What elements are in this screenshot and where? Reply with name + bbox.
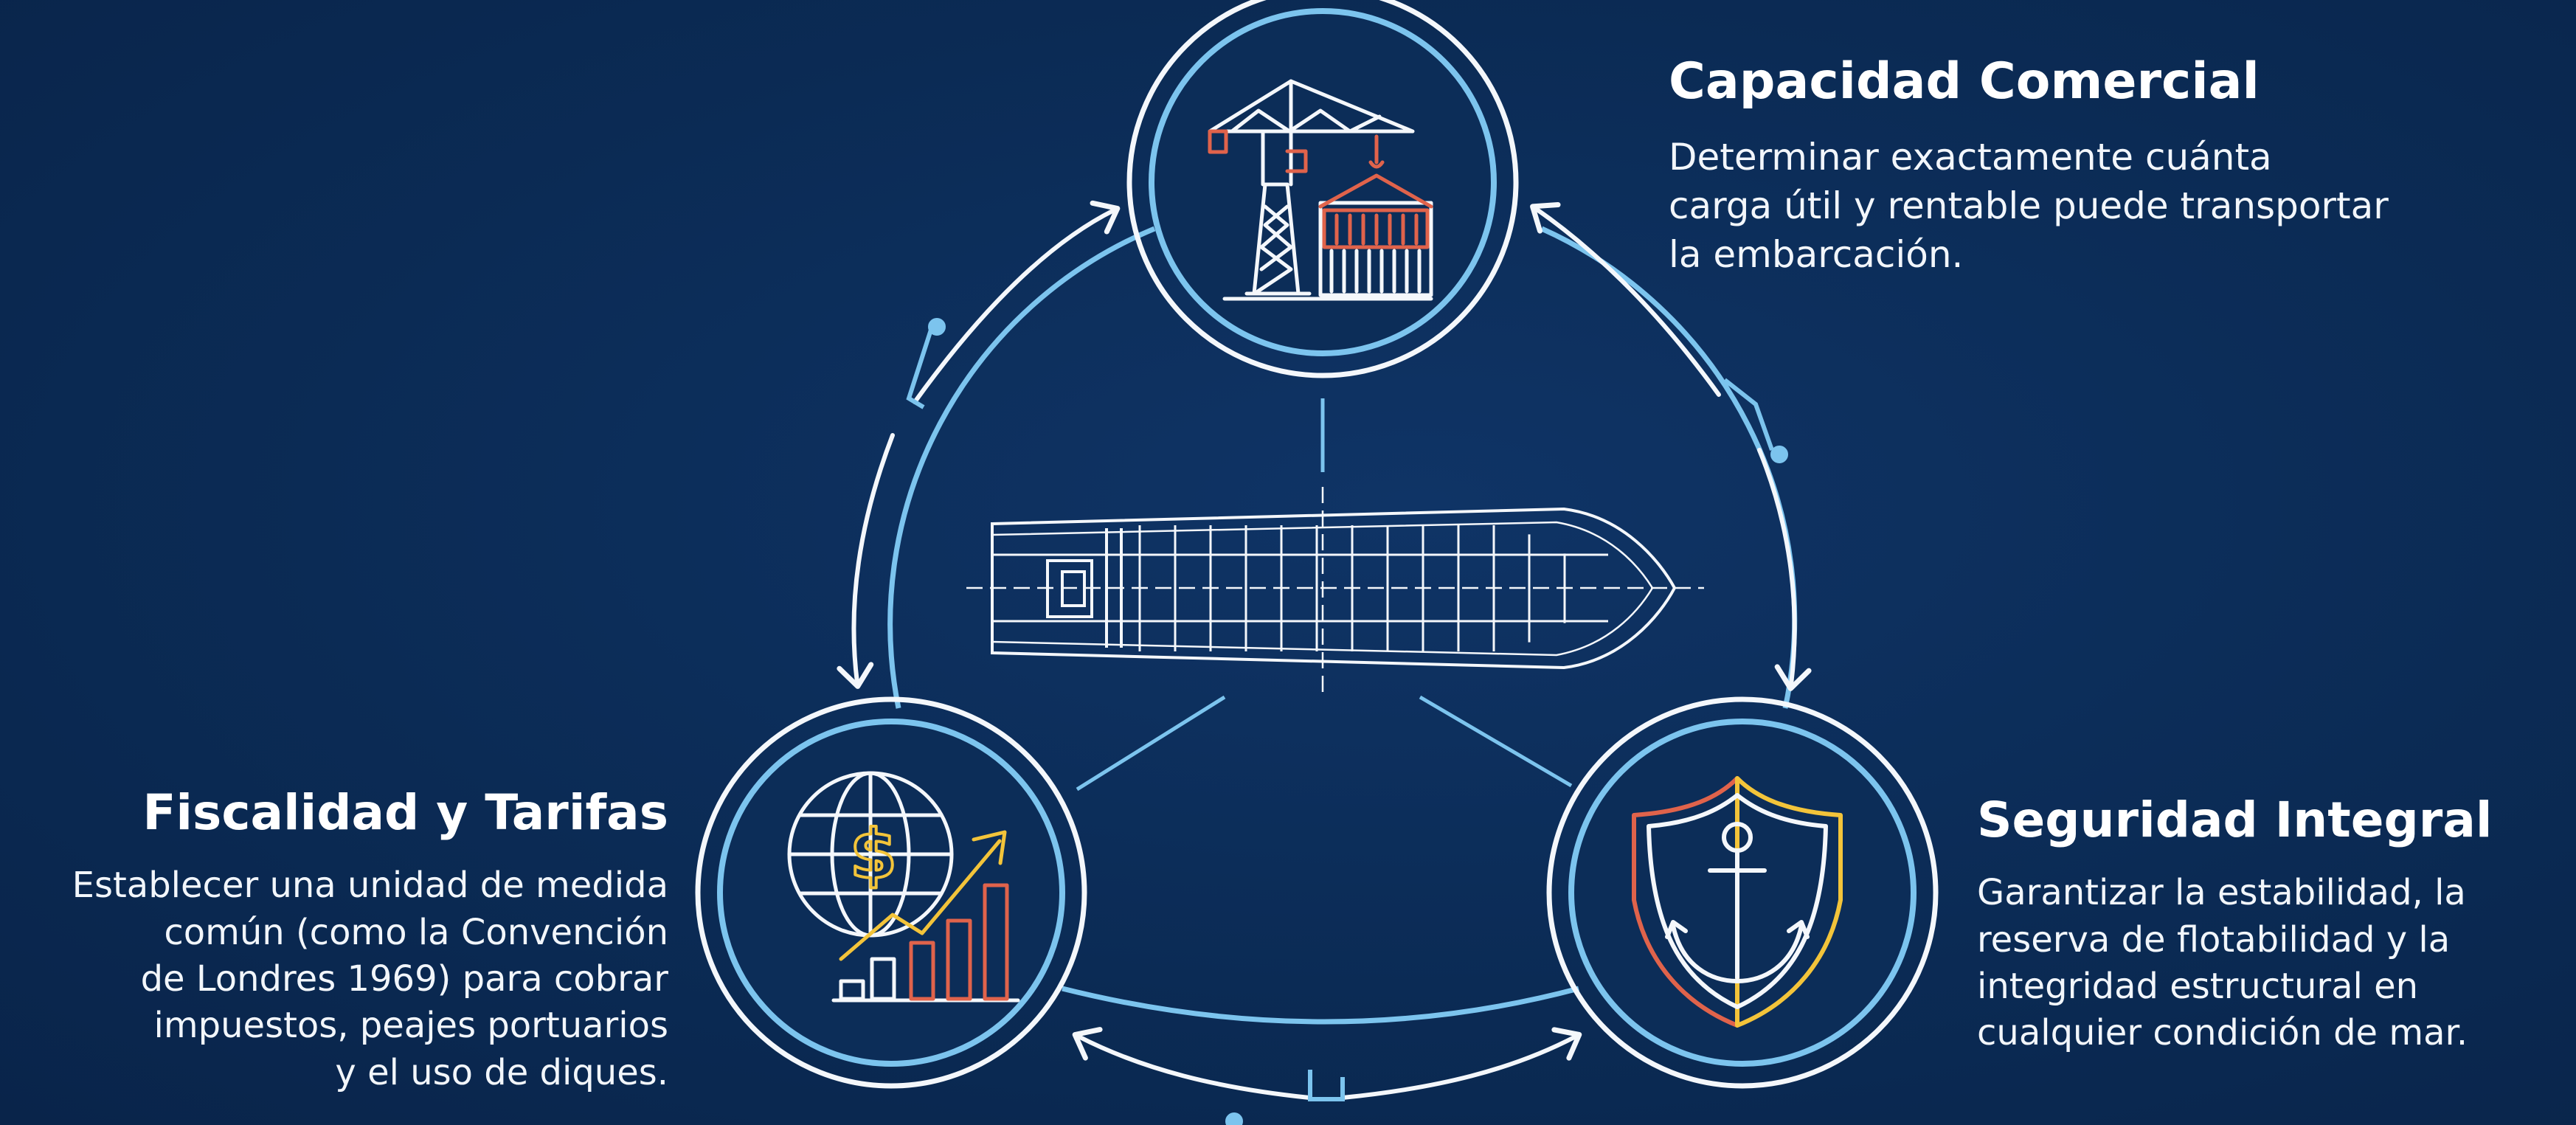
ship-hull-plan-icon bbox=[966, 487, 1704, 693]
spokes bbox=[1076, 398, 1573, 792]
svg-text:$: $ bbox=[850, 815, 897, 894]
arc-connectors bbox=[906, 318, 1788, 1125]
node-description-fiscalidad: Establecer una unidad de medida común (c… bbox=[72, 862, 668, 1096]
node-capacidad bbox=[1126, 0, 1519, 378]
port-crane-container-icon bbox=[1208, 79, 1433, 301]
description-line: Establecer una unidad de medida bbox=[72, 865, 668, 907]
description-line: y el uso de diques. bbox=[335, 1051, 668, 1093]
shield-anchor-icon bbox=[1632, 776, 1843, 1028]
node-description-capacidad: Determinar exactamente cuánta carga útil… bbox=[1669, 133, 2389, 279]
description-line: común (como la Convención bbox=[164, 911, 668, 953]
node-title-seguridad: Seguridad Integral bbox=[1977, 792, 2493, 848]
node-title-capacidad: Capacidad Comercial bbox=[1669, 52, 2260, 111]
text-block-fiscalidad: Fiscalidad y Tarifas Establecer una unid… bbox=[72, 783, 668, 1096]
arrow-left-down bbox=[837, 433, 895, 689]
arrow-right-top bbox=[1530, 202, 1721, 397]
description-line: Garantizar la estabilidad, la bbox=[1977, 872, 2466, 914]
description-line: reserva de flotabilidad y la bbox=[1977, 918, 2451, 960]
arrow-left-top bbox=[913, 200, 1121, 404]
arrow-bottom-left bbox=[1072, 1027, 1312, 1100]
node-description-seguridad: Garantizar la estabilidad, la reserva de… bbox=[1977, 870, 2493, 1056]
description-line: impuestos, peajes portuarios bbox=[153, 1005, 668, 1047]
node-seguridad bbox=[1546, 696, 1939, 1089]
node-fiscalidad: $ bbox=[695, 696, 1087, 1089]
cycle-arrows bbox=[837, 200, 1812, 1100]
description-line: de Londres 1969) para cobrar bbox=[140, 958, 668, 1000]
arrow-right-down bbox=[1757, 448, 1812, 691]
description-line: integridad estructural en bbox=[1977, 965, 2419, 1007]
text-block-seguridad: Seguridad Integral Garantizar la estabil… bbox=[1977, 791, 2493, 1057]
description-line: la embarcación. bbox=[1669, 232, 1964, 276]
description-line: Determinar exactamente cuánta bbox=[1669, 135, 2272, 179]
hull-frames bbox=[992, 525, 1608, 651]
node-title-fiscalidad: Fiscalidad y Tarifas bbox=[142, 784, 668, 841]
globe-dollar-growth-chart-icon: $ bbox=[787, 771, 1020, 1003]
arrow-bottom-right bbox=[1340, 1027, 1582, 1100]
description-line: carga útil y rentable puede transportar bbox=[1669, 184, 2389, 227]
text-block-capacidad: Capacidad Comercial Determinar exactamen… bbox=[1669, 52, 2389, 279]
description-line: cualquier condición de mar. bbox=[1977, 1012, 2468, 1054]
